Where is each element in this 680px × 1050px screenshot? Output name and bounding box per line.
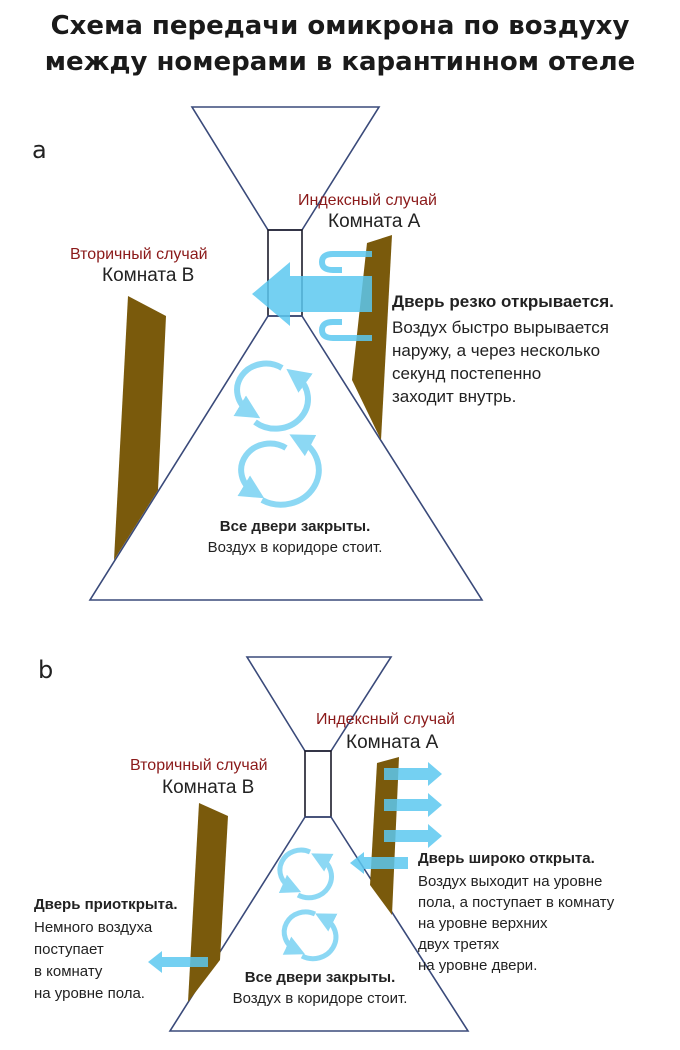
title-line-2: между номерами в карантинном отеле xyxy=(44,47,636,77)
door-a-line: заходит внутрь. xyxy=(392,387,517,406)
inflow-arrow-top xyxy=(318,251,372,273)
room-a-label: Комната А xyxy=(346,732,439,753)
door-b-line: в комнату xyxy=(34,963,103,980)
swirl-icon xyxy=(233,360,313,432)
index-case-label: Индексный случай xyxy=(316,711,455,728)
door-b-line: поступает xyxy=(34,941,104,958)
index-case-label: Индексный случай xyxy=(298,192,437,209)
door-a-description: Воздух быстро вырывается наружу, а через… xyxy=(392,316,609,408)
corridor-text: Воздух в коридоре стоит. xyxy=(207,539,383,556)
door-a-heading: Дверь резко открывается. xyxy=(392,292,614,311)
door-a-line: на уровне двери. xyxy=(418,957,538,974)
room-b-label: Комната B xyxy=(102,265,195,286)
door-b-line: на уровне пола. xyxy=(34,985,145,1002)
room-b-label: Комната B xyxy=(162,777,255,798)
outflow-arrow xyxy=(252,262,372,326)
swirl-icon xyxy=(237,434,322,508)
panel-b xyxy=(148,656,470,1032)
door-a-line: пола, а поступает в комнату xyxy=(418,894,615,911)
panel-b-label: b xyxy=(38,656,54,684)
secondary-case-label: Вторичный случай xyxy=(70,246,208,263)
corridor-text: Воздух в коридоре стоит. xyxy=(232,990,408,1007)
swirl-icon xyxy=(277,847,334,901)
panel-a xyxy=(88,106,484,601)
door-a-line: наружу, а через несколько xyxy=(392,341,601,360)
inflow-arrow xyxy=(350,852,408,874)
panel-a-label: a xyxy=(32,136,47,164)
door-a-heading: Дверь широко открыта. xyxy=(418,850,595,867)
door-a-line: двух третях xyxy=(418,936,500,953)
door-a-line: Воздух быстро вырывается xyxy=(392,318,609,337)
diagram-title: Схема передачи омикрона по воздуху между… xyxy=(0,8,680,80)
inflow-arrow-bottom xyxy=(318,319,372,341)
door-b-heading: Дверь приоткрыта. xyxy=(34,896,178,913)
doorway-b xyxy=(304,750,332,818)
secondary-case-label: Вторичный случай xyxy=(130,757,268,774)
outflow-arrow xyxy=(384,793,442,817)
title-line-1: Схема передачи омикрона по воздуху xyxy=(50,11,630,41)
corridor-bottom-a xyxy=(88,315,484,601)
door-a-line: Воздух выходит на уровне xyxy=(418,873,603,890)
inflow-arrow xyxy=(148,951,208,973)
corridor-heading: Все двери закрыты. xyxy=(244,969,396,986)
outflow-arrow xyxy=(384,762,442,786)
door-room-b xyxy=(188,803,228,1002)
door-a-line: на уровне верхних xyxy=(418,915,548,932)
door-b-description: Немного воздуха поступает в комнату на у… xyxy=(34,917,152,1005)
door-a-description: Воздух выходит на уровне пола, а поступа… xyxy=(418,871,614,976)
room-a-label: Комната А xyxy=(328,211,421,232)
door-a-line: секунд постепенно xyxy=(392,364,542,383)
corridor-heading: Все двери закрыты. xyxy=(219,518,371,535)
outflow-arrow xyxy=(384,824,442,848)
swirl-icon xyxy=(281,909,339,962)
door-room-b xyxy=(114,296,166,560)
door-b-line: Немного воздуха xyxy=(34,919,153,936)
